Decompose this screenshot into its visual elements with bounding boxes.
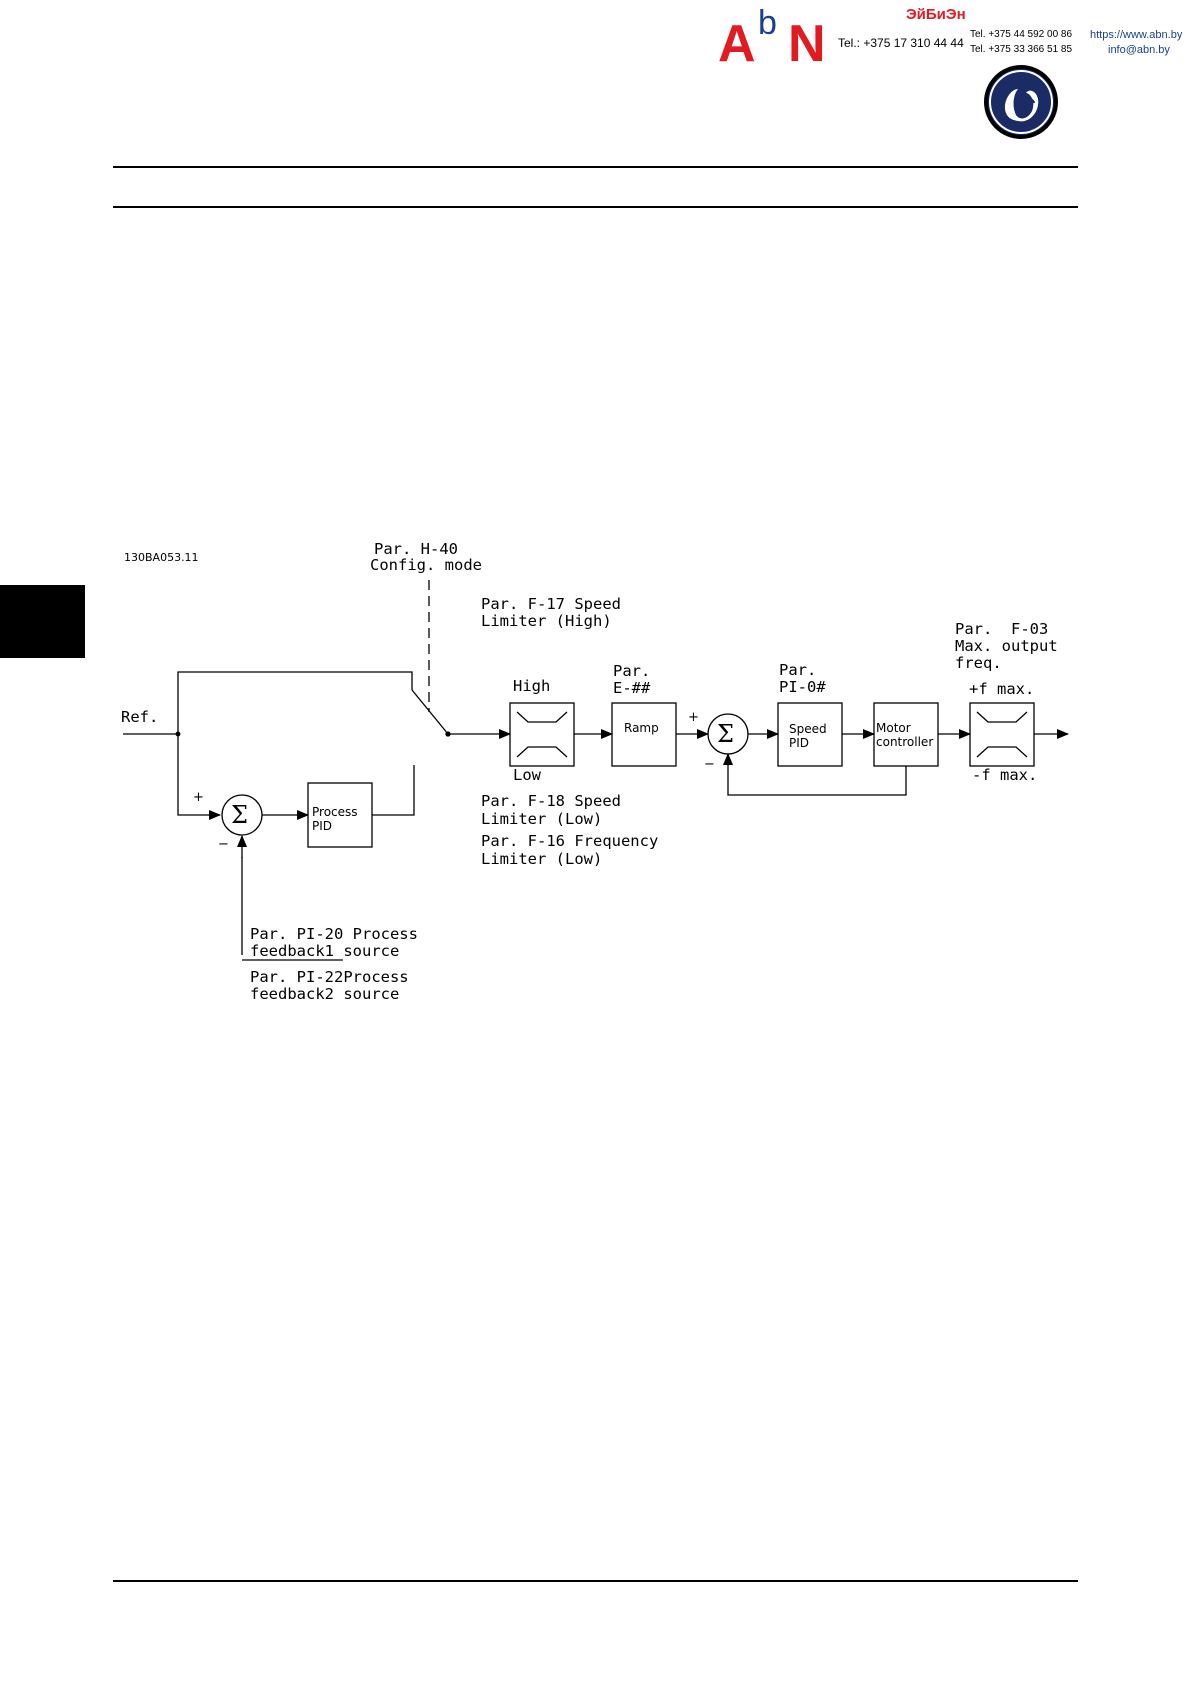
sum1-minus: − bbox=[218, 837, 229, 852]
low-label: Low bbox=[513, 766, 541, 784]
chapter-tab bbox=[0, 585, 85, 658]
logo-letter-n: N bbox=[788, 15, 826, 73]
tel-1: Tel. +375 44 592 00 86 bbox=[970, 29, 1073, 40]
logo-letter-b: b bbox=[758, 4, 777, 42]
footer-rule bbox=[113, 1580, 1078, 1582]
sum2-symbol: Σ bbox=[717, 720, 734, 748]
ge-logo-icon bbox=[984, 65, 1058, 139]
high-label: High bbox=[513, 677, 551, 695]
plus-f-max-label: +f max. bbox=[969, 680, 1035, 698]
company-name: ЭйБиЭн bbox=[906, 6, 966, 23]
speed-limiter-box bbox=[509, 702, 575, 767]
sum2-plus: + bbox=[688, 710, 699, 725]
freq-limiter-box bbox=[969, 702, 1035, 767]
switch-blade bbox=[411, 689, 449, 735]
email-link[interactable]: info@abn.by bbox=[1108, 44, 1170, 56]
website-link[interactable]: https://www.abn.by bbox=[1090, 29, 1183, 41]
sum2-minus: − bbox=[704, 757, 715, 772]
sum1-symbol: Σ bbox=[231, 801, 248, 829]
ref-to-sum1 bbox=[177, 734, 221, 820]
tel-2: Tel. +375 33 366 51 85 bbox=[970, 44, 1073, 55]
logo-letter-a: A bbox=[718, 15, 756, 73]
diagram-code: 130BA053.11 bbox=[124, 551, 199, 564]
sum1-plus: + bbox=[193, 790, 204, 805]
header-rule-bottom bbox=[113, 206, 1078, 208]
ref-label: Ref. bbox=[121, 708, 159, 726]
header-rule-top bbox=[113, 166, 1078, 168]
speed-feedback-loop bbox=[723, 753, 907, 796]
pid-output-path bbox=[372, 765, 415, 816]
bypass-path bbox=[177, 671, 413, 734]
minus-f-max-label: -f max. bbox=[972, 766, 1038, 784]
ramp-block-label: Ramp bbox=[624, 721, 659, 735]
tel-main: Tel.: +375 17 310 44 44 bbox=[838, 36, 964, 50]
